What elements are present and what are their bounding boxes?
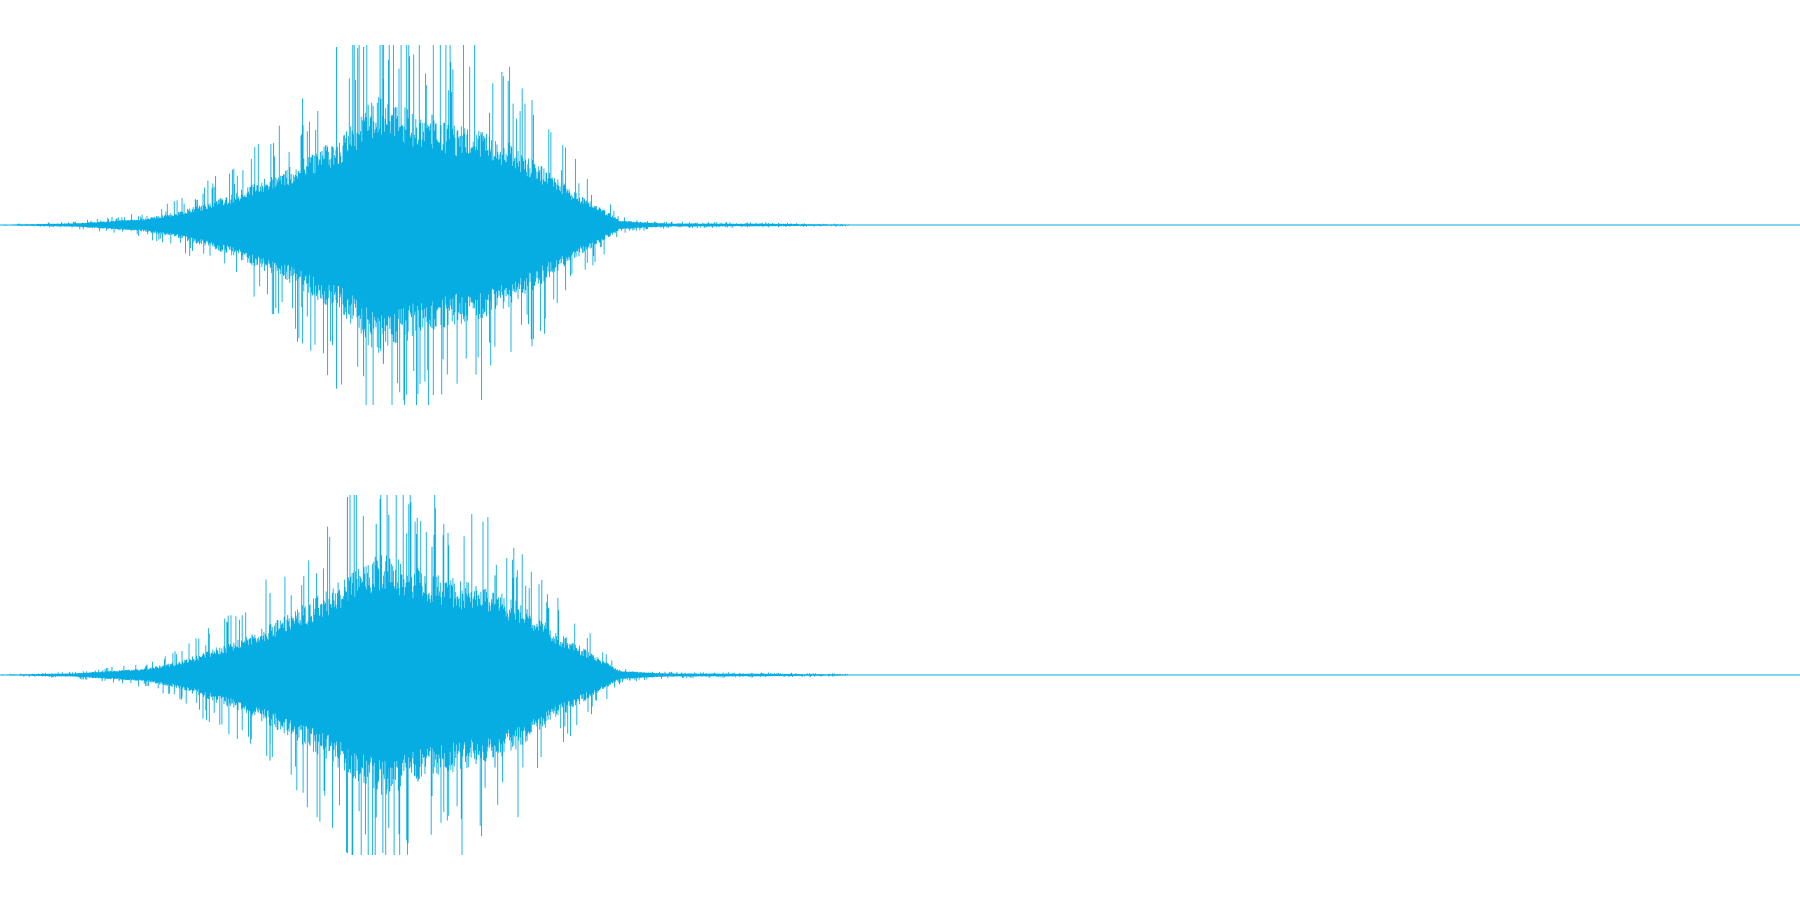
left-channel-waveform[interactable]: [0, 45, 1800, 405]
right-waveform-body: [0, 495, 854, 855]
right-channel-waveform[interactable]: [0, 495, 1800, 855]
left-waveform-body: [0, 45, 854, 405]
